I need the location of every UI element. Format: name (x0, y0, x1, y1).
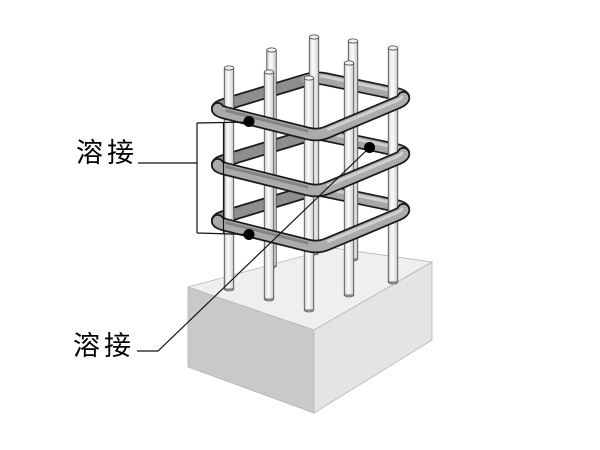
weld-label-bottom: 溶接 (73, 331, 135, 361)
weld-dot (364, 142, 375, 153)
annotations (137, 121, 369, 352)
weld-range-bracket (196, 121, 250, 236)
rebar (223, 65, 235, 292)
weld-label-top: 溶接 (76, 138, 138, 168)
bottom-label-leader-line (137, 148, 369, 352)
weld-points (243, 116, 375, 240)
weld-dot (243, 229, 255, 240)
weld-dot (243, 116, 255, 127)
